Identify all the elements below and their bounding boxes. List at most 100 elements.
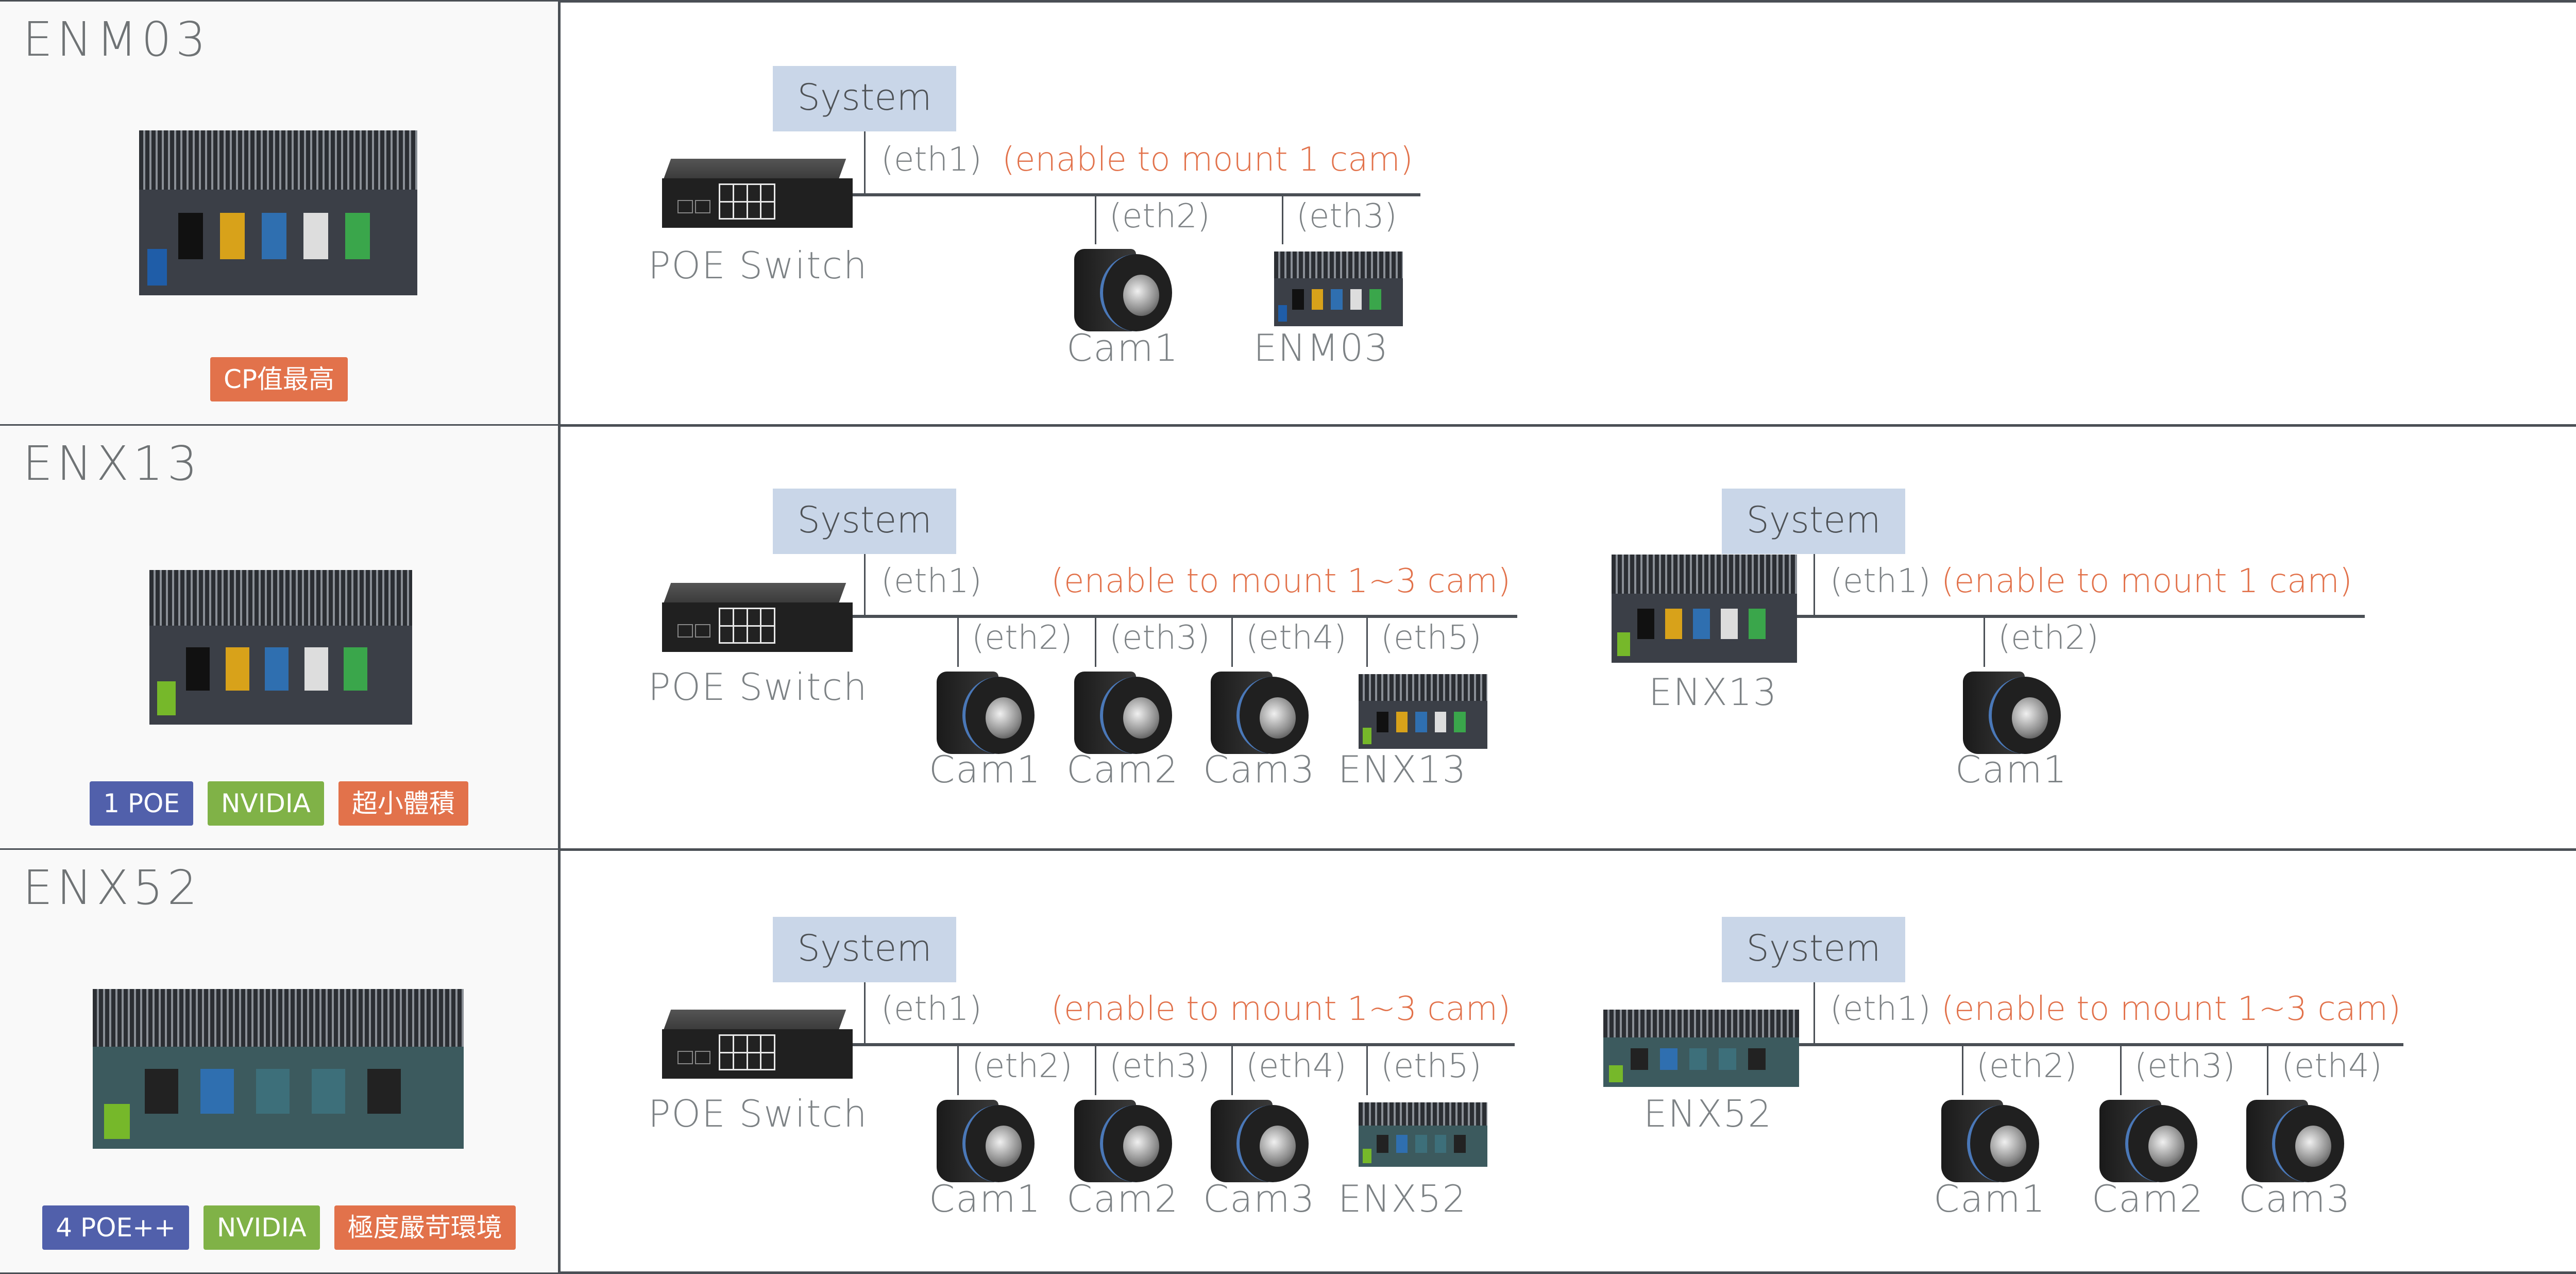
camera-lens	[1260, 1126, 1296, 1167]
port-label-eth1: (eth1)	[881, 141, 982, 179]
camera-lens	[1990, 1126, 2026, 1167]
feature-badge-orange: 超小體積	[338, 781, 468, 826]
nvidia-logo-icon	[1362, 1149, 1371, 1163]
thermal-camera-icon	[931, 664, 1035, 762]
capacity-note: (enable to mount 1 cam)	[1002, 141, 1413, 179]
camera-lens	[1123, 697, 1159, 739]
io-port	[261, 213, 287, 259]
node-device-label: Cam3	[1203, 1177, 1316, 1220]
camera-lens	[2012, 697, 2048, 739]
node-device-label: Cam1	[1934, 1177, 2046, 1220]
system-box: System	[773, 66, 956, 131]
io-port	[367, 1069, 401, 1114]
system-uplink-line	[864, 131, 866, 193]
thermal-camera-icon	[1206, 664, 1309, 762]
topology-diagram: System (eth1) (enable to mount 1 cam) POE S…	[0, 2, 2576, 424]
node-device-label: Cam3	[1203, 748, 1316, 791]
io-port	[1415, 1134, 1427, 1153]
switch-port-block	[719, 1034, 775, 1070]
rj45-port	[761, 609, 774, 625]
io-port	[1689, 1048, 1707, 1070]
rj45-port	[761, 202, 774, 218]
port-label: (eth5)	[1381, 1047, 1482, 1085]
port-label: (eth4)	[2281, 1047, 2382, 1085]
system-box: System	[773, 917, 956, 982]
feature-badge-blue: 4 POE++	[42, 1205, 189, 1250]
feature-badge-orange: 極度嚴苛環境	[334, 1205, 516, 1250]
node-device-label: ENX52	[1338, 1177, 1467, 1220]
node-drop-line	[957, 618, 959, 667]
port-label-eth1: (eth1)	[1830, 990, 1931, 1028]
node-drop-line	[1095, 196, 1096, 244]
camera-lens	[2148, 1126, 2184, 1167]
node-drop-line	[2120, 1046, 2122, 1095]
io-port	[1396, 1134, 1408, 1153]
io-port	[1454, 1134, 1466, 1153]
rj45-port	[720, 1036, 733, 1052]
node-device-label: Cam3	[2239, 1177, 2351, 1220]
thermal-camera-icon	[1069, 664, 1172, 762]
system-box: System	[1722, 917, 1905, 982]
port-label: (eth2)	[972, 619, 1073, 657]
io-port	[265, 647, 289, 691]
table-bottom-border	[0, 1271, 2576, 1274]
thermal-camera-icon	[1958, 664, 2061, 762]
topology-diagram: System(eth1)(enable to mount 1~3 cam)ENX…	[0, 850, 2576, 1272]
io-port	[1660, 1048, 1678, 1070]
rj45-port	[748, 626, 760, 642]
sfp-slot	[677, 200, 693, 213]
network-bus-line	[1783, 615, 2365, 618]
rj45-port	[734, 1036, 747, 1052]
io-port	[186, 647, 210, 691]
product-photo-enx52	[93, 989, 464, 1149]
camera-lens	[1123, 1126, 1159, 1167]
node-drop-line	[1231, 618, 1233, 667]
camera-lens	[986, 1126, 1022, 1167]
sfp-slot	[695, 1051, 710, 1064]
intel-logo-icon	[1278, 305, 1287, 322]
port-label: (eth5)	[1381, 619, 1482, 657]
network-bus-line	[845, 193, 1420, 196]
network-bus-line	[845, 615, 1517, 618]
rj45-port	[748, 1053, 760, 1069]
port-label: (eth3)	[1296, 197, 1397, 236]
enx13-mini-pc-icon	[1359, 674, 1487, 749]
node-device-label: Cam2	[2092, 1177, 2205, 1220]
topology-diagram: System(eth1)(enable to mount 1~3 cam)POE…	[0, 850, 2576, 1272]
node-device-label: Cam2	[1066, 1177, 1179, 1220]
io-port	[345, 213, 370, 259]
io-port	[219, 213, 245, 259]
topology-diagram: System(eth1)(enable to mount 1~3 cam)POE…	[0, 426, 2576, 848]
row-divider	[0, 848, 2576, 851]
node-drop-line	[1282, 196, 1283, 244]
port-label: (eth2)	[1109, 197, 1210, 236]
io-port	[144, 1069, 178, 1114]
port-label-eth1: (eth1)	[1830, 562, 1931, 600]
port-label: (eth2)	[972, 1047, 1073, 1085]
feature-badge-blue: 1 POE	[90, 781, 193, 826]
host-device-label: POE Switch	[648, 244, 868, 287]
camera-lens	[986, 697, 1022, 739]
host-device-label: POE Switch	[648, 1092, 868, 1135]
poe-switch-icon	[662, 1010, 853, 1082]
model-name: ENX52	[23, 860, 202, 915]
sfp-slot	[695, 624, 710, 638]
model-name: ENM03	[23, 12, 210, 67]
io-port	[200, 1069, 234, 1114]
node-drop-line	[1366, 618, 1368, 667]
system-uplink-line	[864, 982, 866, 1043]
sfp-slot	[695, 200, 710, 213]
node-device-label: Cam1	[1066, 326, 1179, 370]
port-label: (eth3)	[2134, 1047, 2235, 1085]
enx13-mini-pc-icon	[1612, 555, 1797, 663]
io-port	[1377, 1134, 1388, 1153]
nvidia-logo-icon	[1609, 1065, 1623, 1082]
io-port	[1748, 1048, 1766, 1070]
sfp-slot	[677, 624, 693, 638]
rj45-port	[734, 185, 747, 201]
feature-badge-orange: CP值最高	[210, 357, 348, 401]
camera-lens	[2295, 1126, 2331, 1167]
node-drop-line	[1984, 618, 1985, 667]
